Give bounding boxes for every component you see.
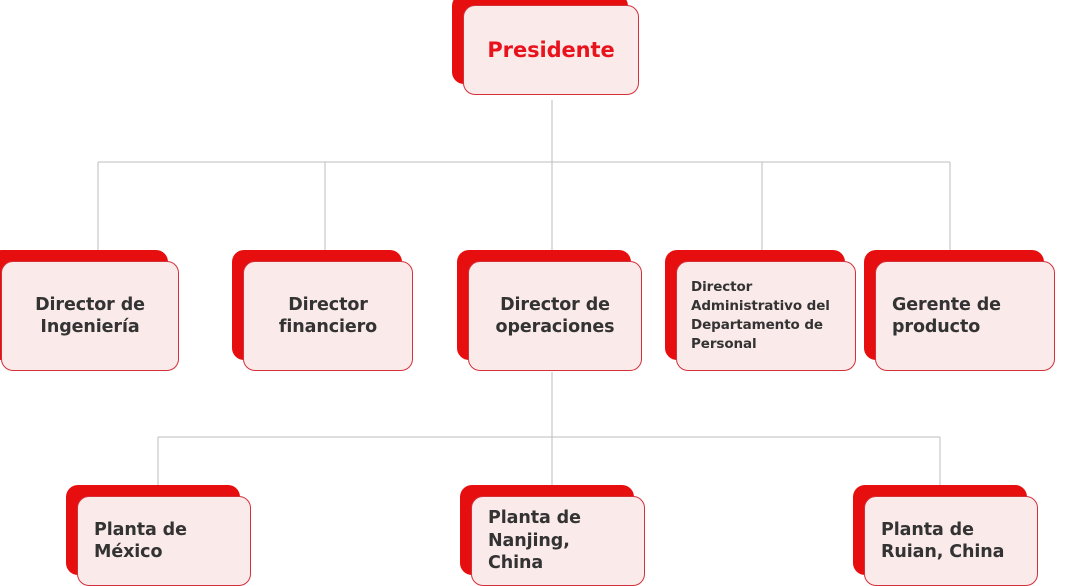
node-director-financiero[interactable]: Director financiero [232,250,413,371]
node-director-administrativo-personal[interactable]: Director Administrativo del Departamento… [665,250,856,371]
node-label: Director Administrativo del Departamento… [691,278,830,353]
node-label: Director de Ingeniería [35,294,145,337]
node-label: Planta de México [94,519,187,562]
node-label: Director financiero [278,294,378,337]
node-card: Planta de Nanjing, China [471,496,645,586]
node-card: Director de operaciones [468,261,642,371]
node-presidente[interactable]: Presidente [452,0,639,95]
node-card: Director de Ingeniería [1,261,179,371]
node-planta-de-ruian-china[interactable]: Planta de Ruian, China [853,485,1038,586]
node-card: Planta de México [77,496,251,586]
node-label: Gerente de producto [892,294,1001,337]
node-planta-de-nanjing-china[interactable]: Planta de Nanjing, China [460,485,645,586]
node-planta-de-mexico[interactable]: Planta de México [66,485,251,586]
node-gerente-de-producto[interactable]: Gerente de producto [864,250,1055,371]
node-card: Director financiero [243,261,413,371]
node-label: Presidente [487,37,615,62]
node-director-de-operaciones[interactable]: Director de operaciones [457,250,642,371]
node-director-de-ingenieria[interactable]: Director de Ingeniería [0,250,179,371]
node-card: Gerente de producto [875,261,1055,371]
node-card: Director Administrativo del Departamento… [676,261,856,371]
node-card: Planta de Ruian, China [864,496,1038,586]
node-label: Planta de Nanjing, China [488,508,581,574]
node-label: Planta de Ruian, China [881,519,1005,562]
node-card: Presidente [463,5,639,95]
node-label: Director de operaciones [495,294,615,337]
